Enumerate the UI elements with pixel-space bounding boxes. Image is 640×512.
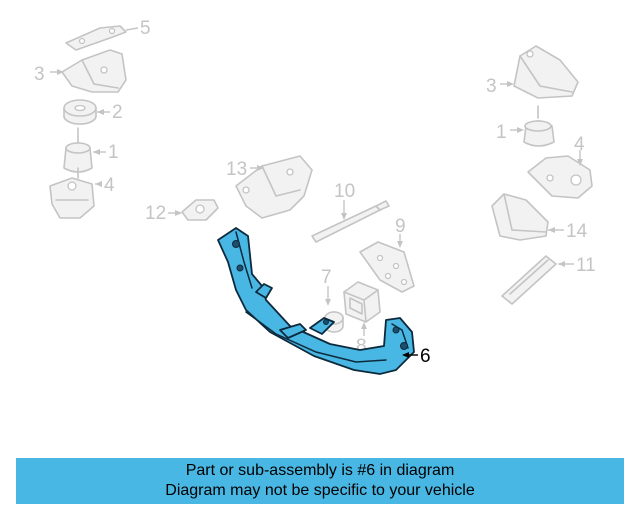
part-1-engine-mount-right[interactable] [523, 105, 555, 147]
diagram-disclaimer-banner: Part or sub-assembly is #6 in diagram Di… [16, 458, 624, 504]
part-13-bracket[interactable] [235, 155, 313, 219]
part-3-mount-bracket-right[interactable] [513, 45, 579, 99]
part-3-mount-bracket-left[interactable] [61, 49, 127, 93]
callout-7[interactable]: 7 [321, 267, 332, 288]
callout-10[interactable]: 10 [334, 181, 355, 202]
callout-4-right[interactable]: 4 [574, 134, 585, 155]
callout-5[interactable]: 5 [140, 18, 151, 39]
banner-vehicle-note: Diagram may not be specific to your vehi… [165, 482, 475, 499]
part-6-crossmember[interactable] [217, 227, 415, 375]
part-1-engine-mount-left[interactable] [63, 127, 93, 179]
callout-1-right[interactable]: 1 [496, 122, 507, 143]
part-12-plate[interactable] [181, 199, 219, 221]
callout-1-left[interactable]: 1 [108, 142, 119, 163]
part-14-bracket[interactable] [491, 193, 549, 241]
part-11-strut[interactable] [501, 255, 557, 305]
callout-4-left[interactable]: 4 [104, 175, 115, 196]
callout-14[interactable]: 14 [566, 221, 588, 242]
exploded-parts-diagram: 5 3 2 1 [34, 18, 596, 375]
callout-8[interactable]: 8 [356, 336, 367, 357]
part-4-bracket-left[interactable] [49, 177, 95, 219]
part-2-damper[interactable] [63, 99, 97, 125]
part-5-bracket[interactable] [65, 25, 127, 51]
callout-13[interactable]: 13 [226, 159, 247, 180]
part-9-plate[interactable] [359, 241, 415, 293]
callout-11[interactable]: 11 [576, 255, 596, 276]
callout-12[interactable]: 12 [145, 203, 166, 224]
callout-9[interactable]: 9 [395, 216, 406, 237]
part-8-rubber-block[interactable] [343, 281, 381, 323]
banner-part-note: Part or sub-assembly is #6 in diagram [185, 462, 455, 479]
part-10-rod[interactable] [311, 200, 390, 243]
callout-3-right[interactable]: 3 [486, 76, 497, 97]
callout-6[interactable]: 6 [420, 346, 431, 367]
callout-2-left[interactable]: 2 [112, 102, 123, 123]
callout-3-left[interactable]: 3 [34, 64, 45, 85]
part-4-bracket-right[interactable] [527, 155, 593, 199]
